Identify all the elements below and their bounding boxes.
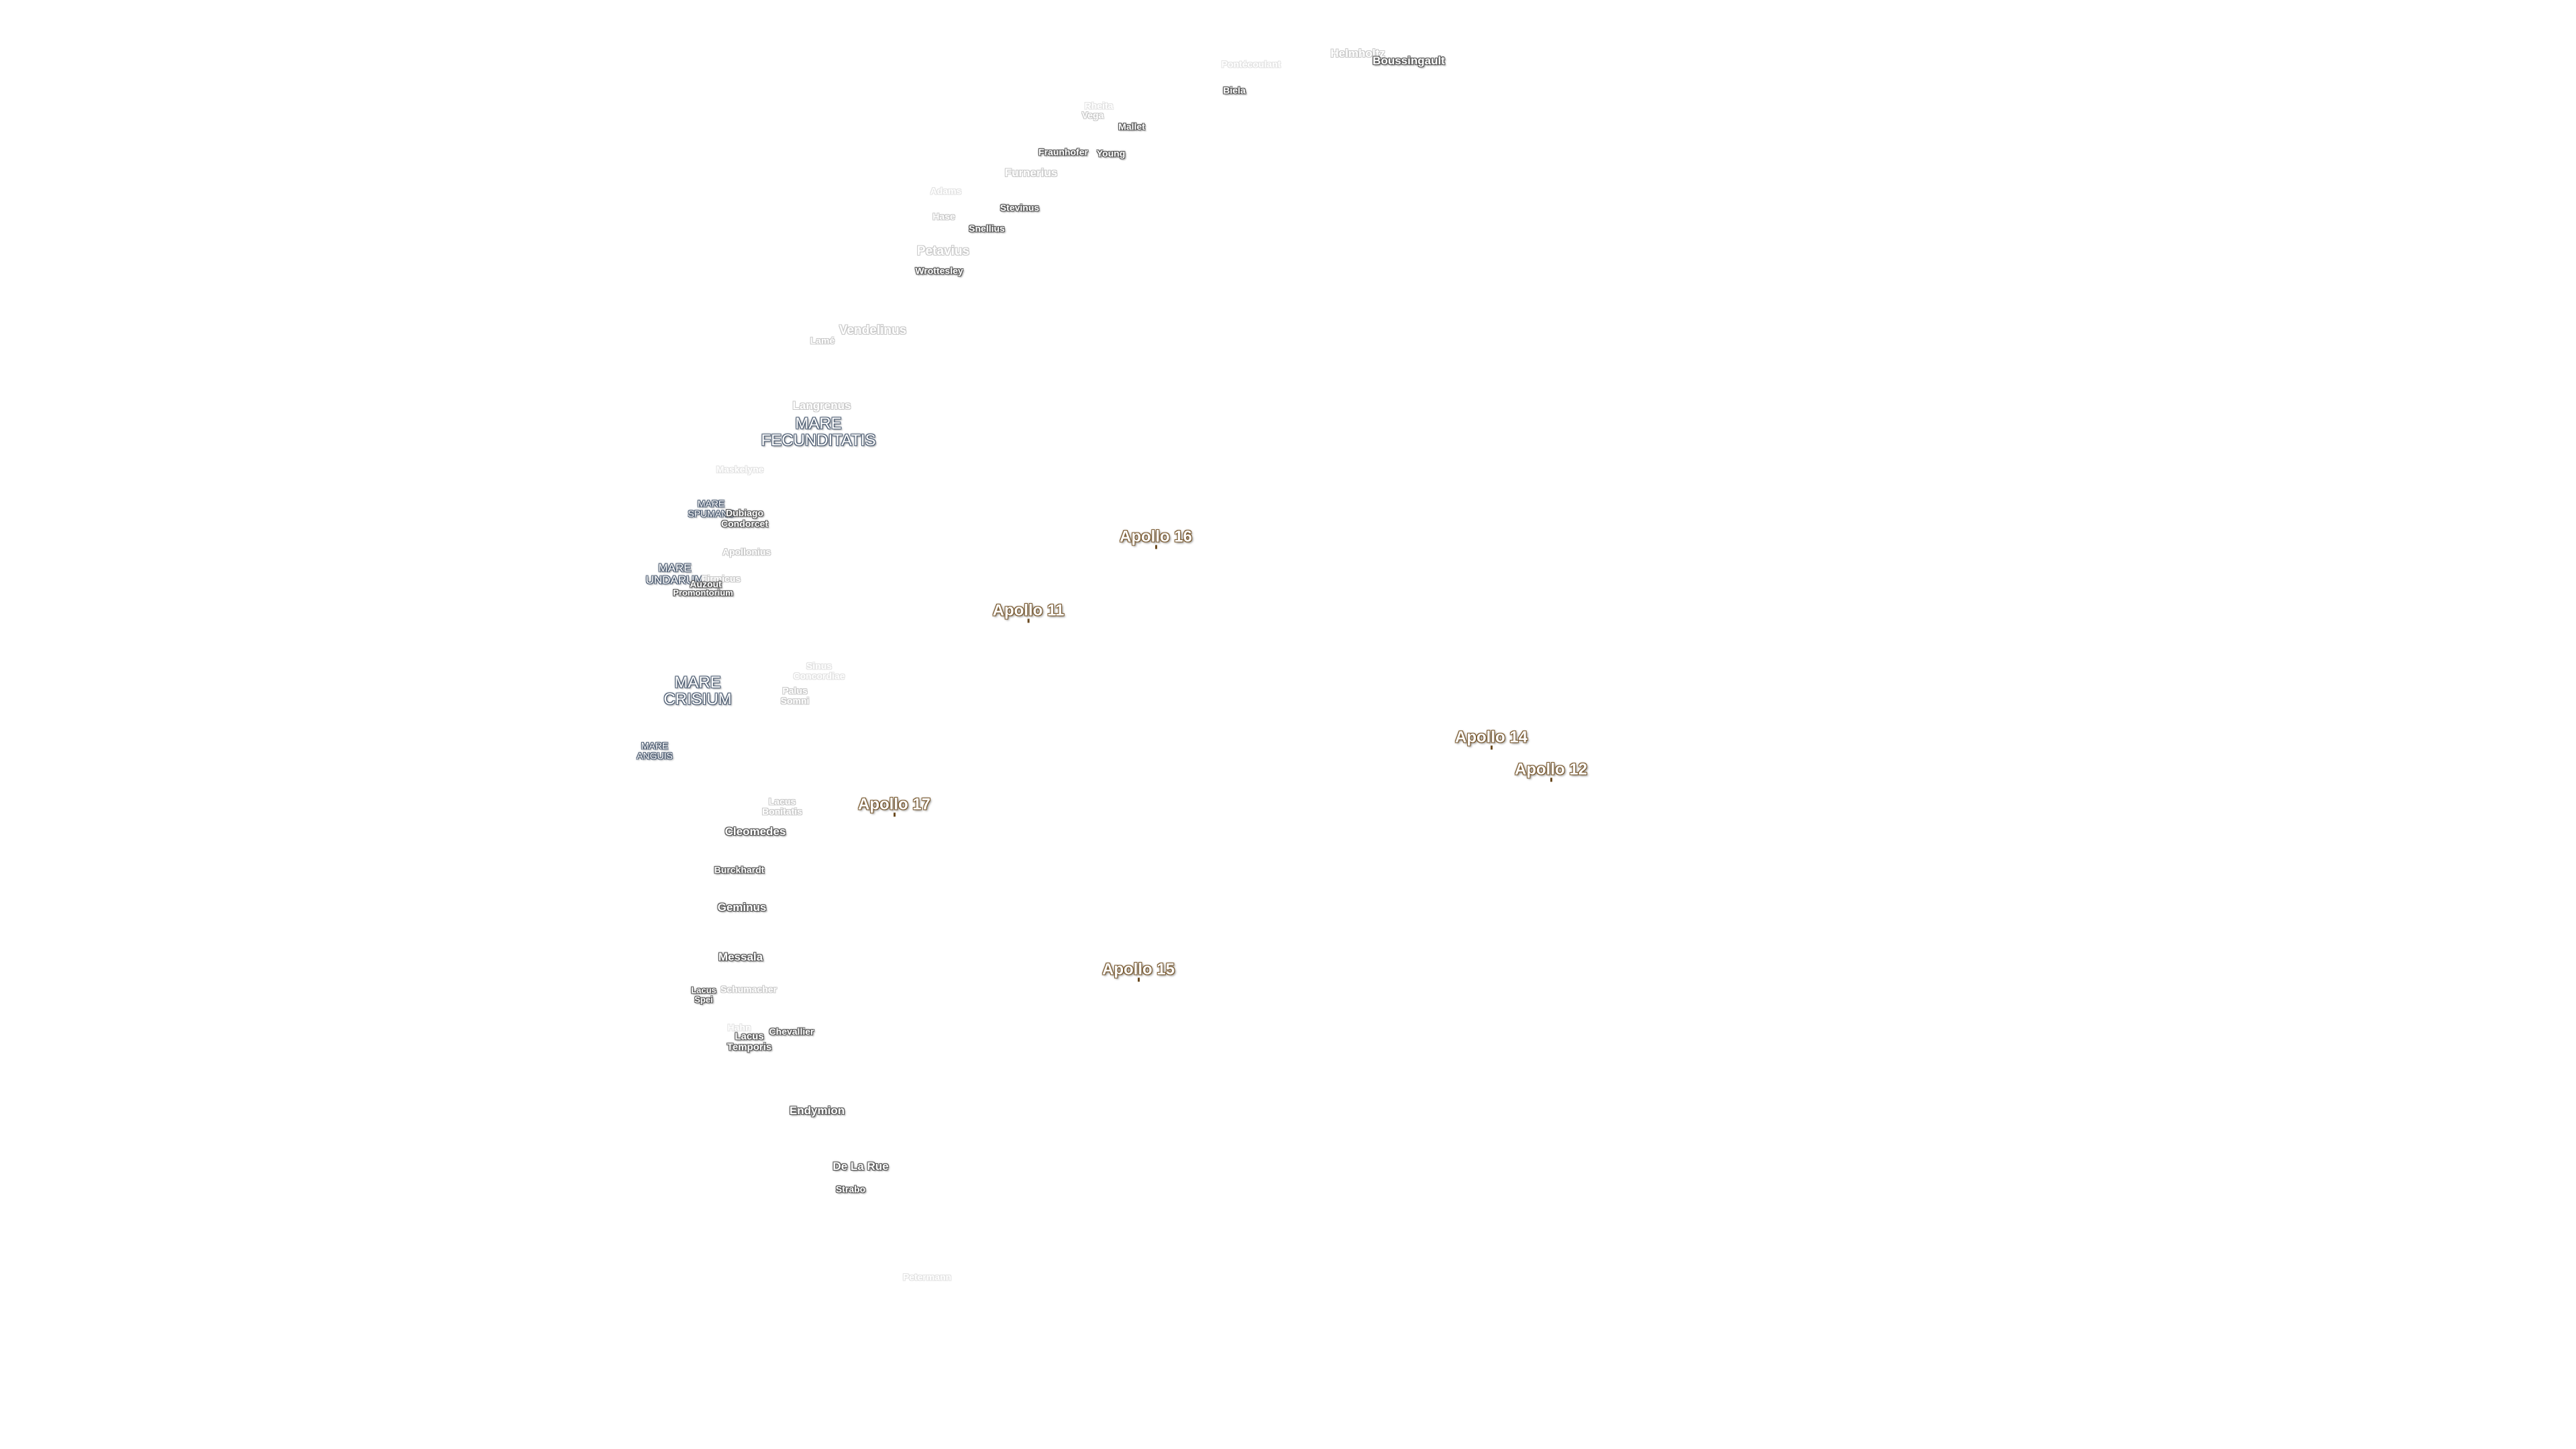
crater-label-biela: Biela (1223, 85, 1246, 96)
crater-label-maskelyne: Maskelyne (716, 464, 764, 475)
crater-label-vendelinus: Vendelinus (839, 323, 907, 338)
crater-label-auzout: Auzout (690, 578, 722, 590)
crater-label-lame: Lamé (810, 335, 835, 346)
apollo-12-landing-site[interactable]: Apollo 12 (1514, 760, 1588, 782)
mare-label-anguis: MARE ANGUIS (637, 740, 673, 761)
crater-label-snellius: Snellius (969, 223, 1005, 234)
crater-label-lacus-spei: Lacus Spei (691, 985, 716, 1004)
crater-label-hase: Hase (932, 211, 955, 222)
crater-label-vega: Vega (1081, 109, 1104, 121)
crater-label-hahn: Hahn (727, 1022, 751, 1033)
crater-label-lacus-bonitatis: Lacus Bonitatis (762, 796, 802, 816)
crater-label-boussingault: Boussingault (1373, 54, 1445, 68)
crater-label-petavius: Petavius (916, 244, 970, 259)
crater-label-messala: Messala (718, 951, 763, 964)
apollo-14-landing-site[interactable]: Apollo 14 (1454, 728, 1528, 750)
mare-label-crisium: MARE CRISIUM (663, 673, 732, 708)
crater-label-strabo: Strabo (835, 1183, 866, 1195)
crater-label-fraunhofer: Fraunhofer (1038, 146, 1088, 158)
crater-label-promontorium: Promontorium (673, 588, 733, 598)
apollo-17-landing-site[interactable]: Apollo 17 (857, 795, 931, 817)
crater-label-petermann: Petermann (902, 1271, 952, 1283)
crater-label-stevinus: Stevinus (1000, 202, 1040, 213)
crater-label-dubiago: Dubiago (726, 507, 763, 519)
crater-label-pontecoulant: Pontécoulant (1221, 58, 1281, 70)
crater-label-apollonius: Apollonius (722, 546, 771, 557)
crater-label-langrenus: Langrenus (792, 399, 851, 413)
mare-label-undarum: MARE UNDARUM (645, 561, 704, 586)
crater-label-geminus: Geminus (717, 901, 767, 914)
crater-label-lacus-temporis: Lacus Temporis (727, 1030, 772, 1053)
crater-label-endymion: Endymion (789, 1104, 845, 1118)
crater-label-rheita: Rheita (1084, 100, 1114, 111)
crater-label-sinus-concordiae: Sinus Concordiae (793, 660, 845, 681)
crater-label-schumacher: Schumacher (720, 983, 777, 995)
crater-label-wrottesley: Wrottesley (915, 265, 963, 276)
crater-label-de-la-rue: De La Rue (833, 1160, 889, 1173)
apollo-11-landing-site[interactable]: Apollo 11 (992, 601, 1065, 623)
crater-label-young: Young (1096, 148, 1126, 159)
crater-label-firmicus: Firmicus (701, 573, 741, 584)
crater-label-burckhardt: Burckhardt (714, 864, 765, 875)
crater-label-mallet: Mallet (1118, 121, 1145, 132)
crater-label-adams: Adams (930, 185, 962, 197)
mare-label-fecunditatis: MARE FECUNDITATIS (761, 414, 876, 449)
crater-label-helmholtz: Helmholtz (1330, 47, 1385, 60)
crater-label-palus-somni: Palus Somni (780, 685, 810, 706)
crater-label-chevallier: Chevallier (769, 1026, 814, 1037)
crater-label-condorcet: Condorcet (721, 518, 768, 529)
apollo-16-landing-site[interactable]: Apollo 16 (1119, 527, 1193, 549)
apollo-15-landing-site[interactable]: Apollo 15 (1102, 960, 1175, 982)
crater-label-cleomedes: Cleomedes (724, 825, 786, 839)
mare-label-spumans: MARE SPUMANS (688, 498, 735, 519)
crater-label-furnerius: Furnerius (1004, 166, 1058, 180)
